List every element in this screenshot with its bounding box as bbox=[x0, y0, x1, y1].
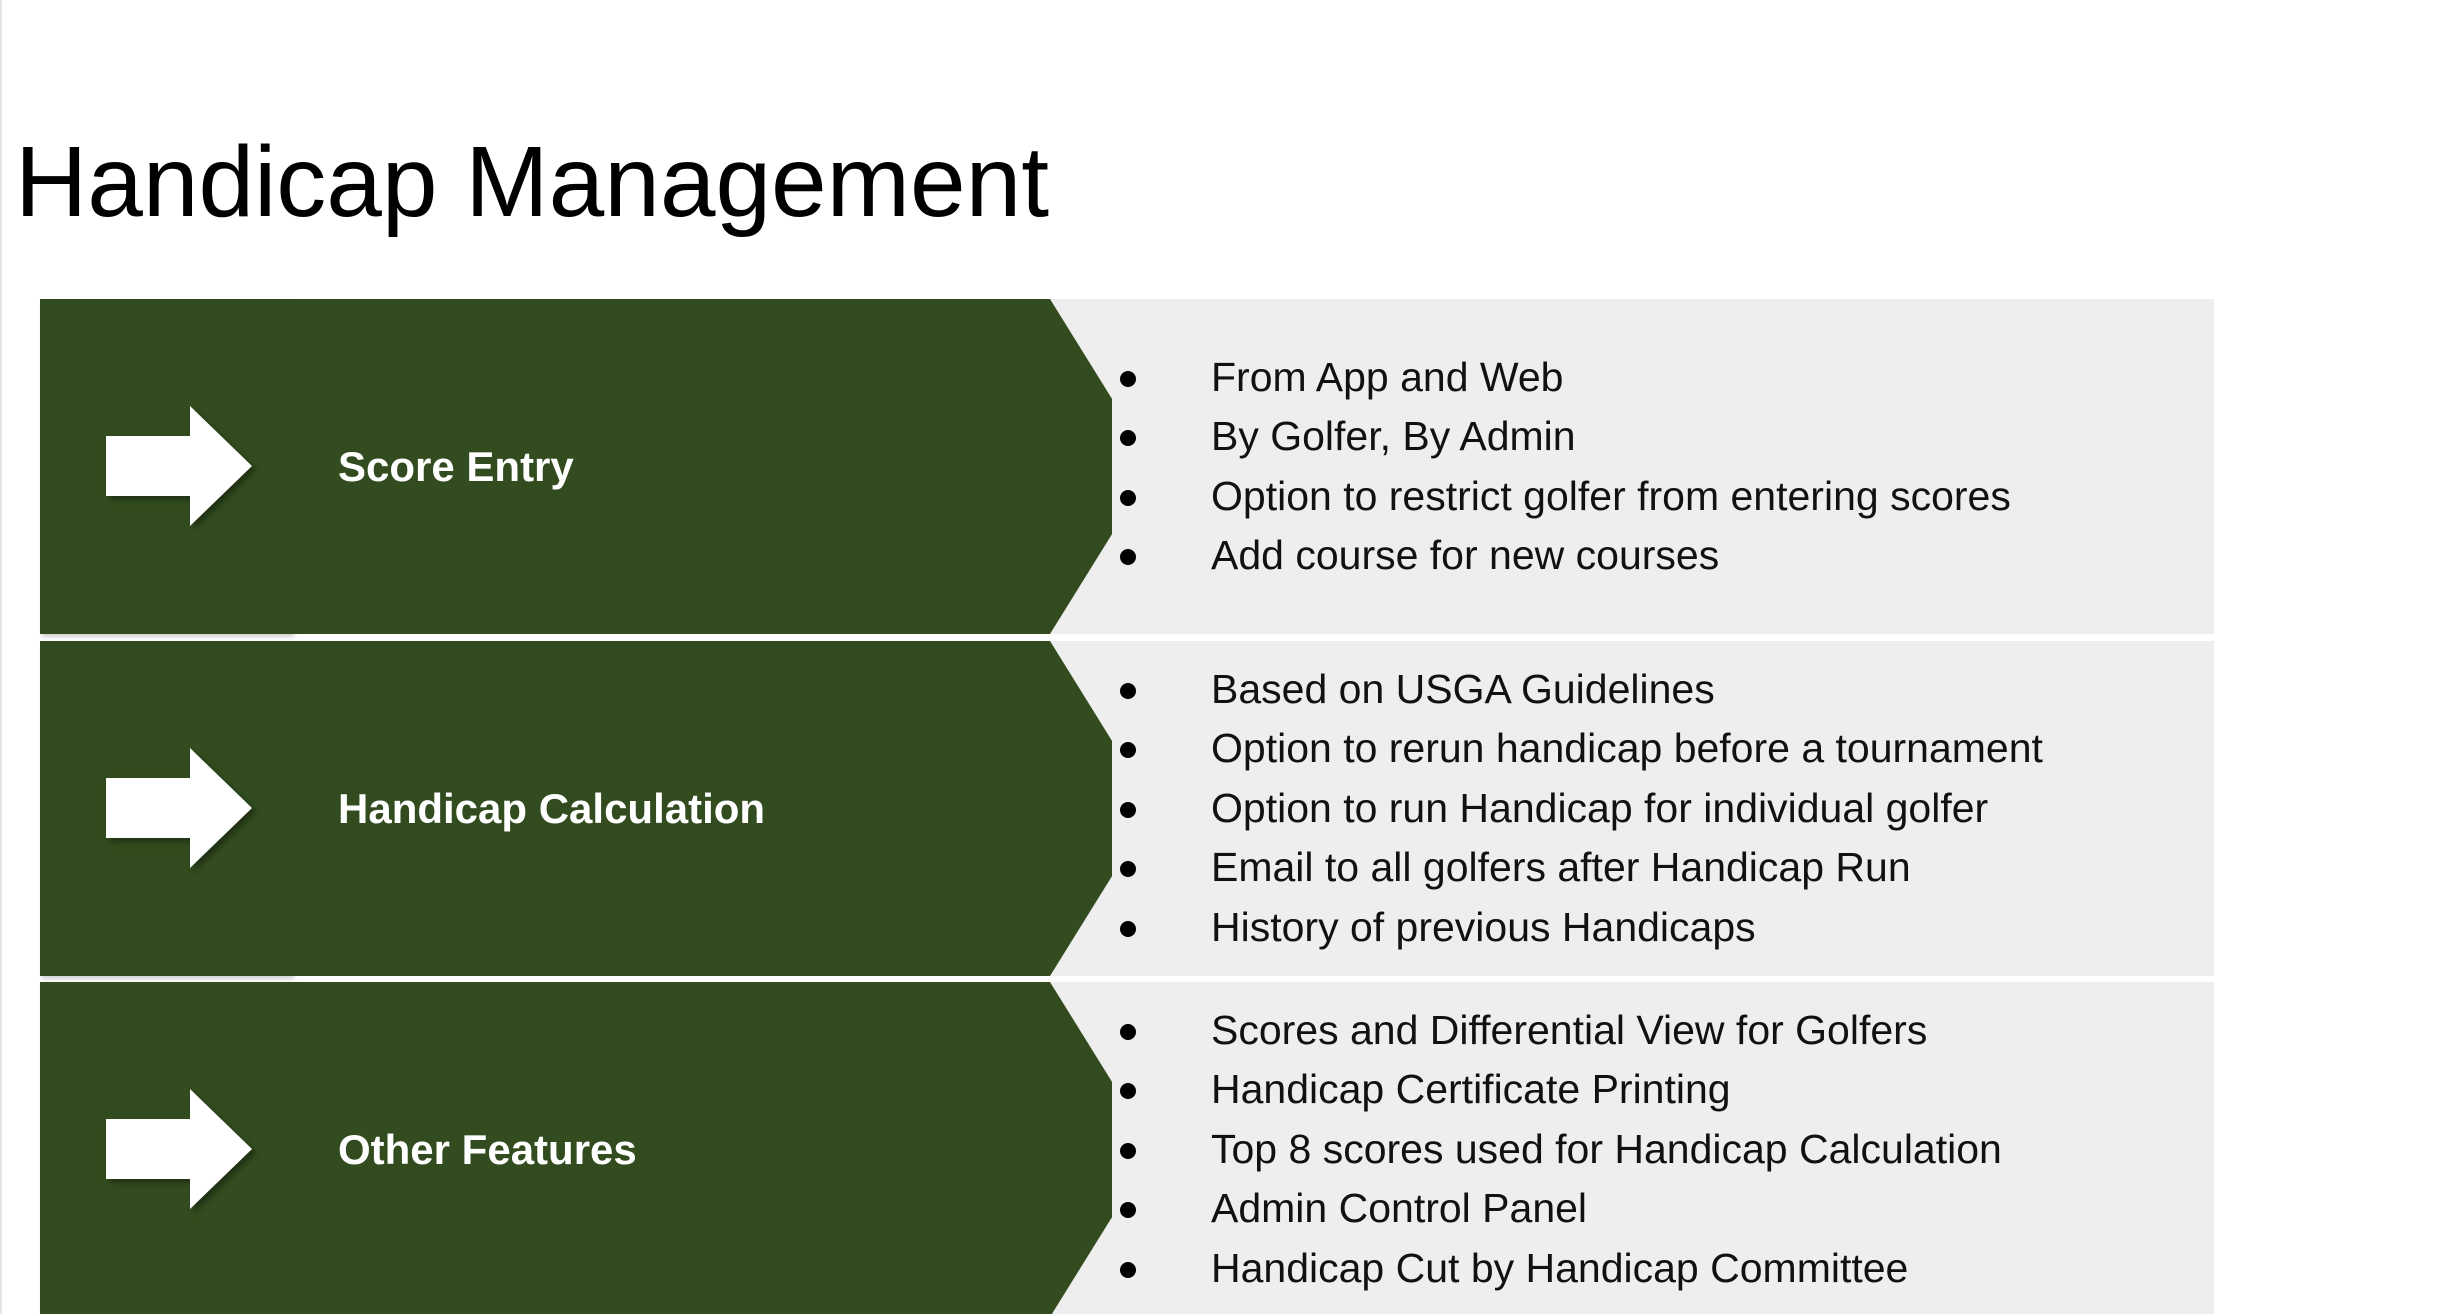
section-panel bbox=[1000, 982, 2214, 1314]
list-item: Scores and Differential View for Golfers bbox=[1120, 1001, 2002, 1061]
list-item-text: Option to rerun handicap before a tourna… bbox=[1211, 725, 2043, 772]
section-chevron bbox=[292, 641, 1112, 976]
section-panel bbox=[1000, 641, 2214, 976]
bullet-dot bbox=[1120, 742, 1136, 759]
list-item: Add course for new courses bbox=[1120, 526, 2011, 586]
section-label: Other Features bbox=[338, 1125, 637, 1173]
section-chevron bbox=[292, 982, 1112, 1314]
list-item-text: Email to all golfers after Handicap Run bbox=[1211, 844, 1911, 891]
bullet-dot bbox=[1120, 430, 1136, 446]
list-item: Based on USGA Guidelines bbox=[1120, 660, 2043, 720]
bullet-dot bbox=[1120, 1142, 1136, 1159]
list-item: Option to run Handicap for individual go… bbox=[1120, 779, 2043, 839]
bullet-dot bbox=[1120, 1261, 1136, 1278]
list-item: By Golfer, By Admin bbox=[1120, 407, 2011, 467]
list-item-text: Handicap Certificate Printing bbox=[1211, 1066, 1731, 1113]
right-arrow-icon bbox=[106, 406, 252, 526]
bullet-dot bbox=[1120, 370, 1136, 387]
bullet-dot bbox=[1120, 549, 1136, 565]
bullet-dot bbox=[1120, 801, 1136, 818]
list-item-text: Option to restrict golfer from entering … bbox=[1211, 472, 2011, 519]
list-item-text: By Golfer, By Admin bbox=[1211, 413, 1576, 459]
list-item: Admin Control Panel bbox=[1120, 1179, 2002, 1239]
list-item-text: History of previous Handicaps bbox=[1211, 903, 1756, 950]
list-item: Handicap Certificate Printing bbox=[1120, 1060, 2002, 1120]
section-label: Handicap Calculation bbox=[338, 784, 766, 832]
bullet-dot bbox=[1120, 861, 1136, 878]
bullet-dot bbox=[1120, 1083, 1136, 1100]
list-item-text: From App and Web bbox=[1211, 353, 1564, 400]
list-item: From App and Web bbox=[1120, 348, 2011, 408]
list-item-text: Scores and Differential View for Golfers bbox=[1211, 1006, 1928, 1053]
bullet-list: Based on USGA Guidelines Option to rerun… bbox=[1120, 641, 2043, 976]
bullet-dot bbox=[1120, 489, 1136, 506]
section-label: Score Entry bbox=[338, 442, 574, 490]
bullet-dot bbox=[1120, 682, 1136, 699]
list-item-text: Option to run Handicap for individual go… bbox=[1211, 784, 1989, 831]
bullet-dot bbox=[1120, 1202, 1136, 1219]
list-item: Handicap Cut by Handicap Committee bbox=[1120, 1239, 2002, 1299]
right-arrow-icon bbox=[106, 1089, 252, 1209]
right-arrow-icon bbox=[106, 748, 252, 868]
page-title: Handicap Management bbox=[15, 126, 1049, 238]
list-item: Option to rerun handicap before a tourna… bbox=[1120, 719, 2043, 779]
bullet-list: Scores and Differential View for Golfers… bbox=[1120, 982, 2002, 1314]
icon-box bbox=[40, 641, 292, 976]
bullet-list: From App and Web By Golfer, By Admin Opt… bbox=[1120, 299, 2011, 634]
list-item-text: Top 8 scores used for Handicap Calculati… bbox=[1211, 1125, 2002, 1172]
section-other-features: Other Features Scores and Differential V… bbox=[40, 982, 2214, 1314]
list-item: History of previous Handicaps bbox=[1120, 898, 2043, 958]
bullet-dot bbox=[1120, 1023, 1136, 1040]
section-panel bbox=[1000, 299, 2214, 634]
slide-left-edge bbox=[0, 0, 2, 1314]
icon-box bbox=[40, 299, 292, 634]
bullet-dot bbox=[1120, 920, 1136, 937]
list-item: Email to all golfers after Handicap Run bbox=[1120, 838, 2043, 898]
list-item-text: Admin Control Panel bbox=[1211, 1185, 1588, 1232]
section-chevron bbox=[292, 299, 1112, 634]
list-item-text: Based on USGA Guidelines bbox=[1211, 665, 1715, 712]
icon-box bbox=[40, 982, 292, 1314]
list-item-text: Handicap Cut by Handicap Committee bbox=[1211, 1244, 1909, 1291]
section-handicap-calculation: Handicap Calculation Based on USGA Guide… bbox=[40, 641, 2214, 976]
section-score-entry: Score Entry From App and Web By Golfer, … bbox=[40, 299, 2214, 634]
list-item: Top 8 scores used for Handicap Calculati… bbox=[1120, 1120, 2002, 1180]
list-item-text: Add course for new courses bbox=[1211, 532, 1720, 578]
list-item: Option to restrict golfer from entering … bbox=[1120, 467, 2011, 527]
